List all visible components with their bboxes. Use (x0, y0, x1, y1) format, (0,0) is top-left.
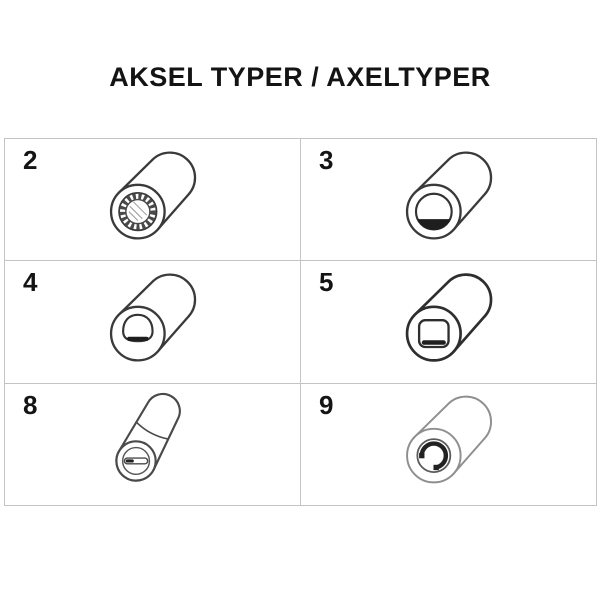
axle-cell-2: 2 (5, 139, 301, 262)
axle-number: 5 (319, 267, 334, 298)
slotted-shaft-axle-icon (95, 386, 211, 502)
page-title: AKSEL TYPER / AXELTYPER (109, 62, 491, 92)
axle-cell-4: 4 (5, 261, 301, 384)
axle-cell-8: 8 (5, 383, 301, 506)
axle-number: 9 (319, 389, 334, 420)
axle-cell-5: 5 (301, 261, 597, 384)
axle-number: 2 (23, 145, 38, 175)
axle-number: 3 (319, 145, 334, 175)
axle-number: 8 (23, 389, 38, 420)
spline-bore-axle-icon (95, 142, 211, 258)
axle-number: 4 (23, 267, 38, 298)
square-bore-axle-icon (391, 264, 507, 380)
d-bore-axle-icon (391, 142, 507, 258)
axle-cell-9: 9 (301, 383, 597, 506)
clip-bore-axle-icon (391, 386, 507, 502)
axle-cell-3: 3 (301, 139, 597, 262)
axle-type-grid: 2 3 (4, 138, 597, 506)
triangular-bore-axle-icon (95, 264, 211, 380)
